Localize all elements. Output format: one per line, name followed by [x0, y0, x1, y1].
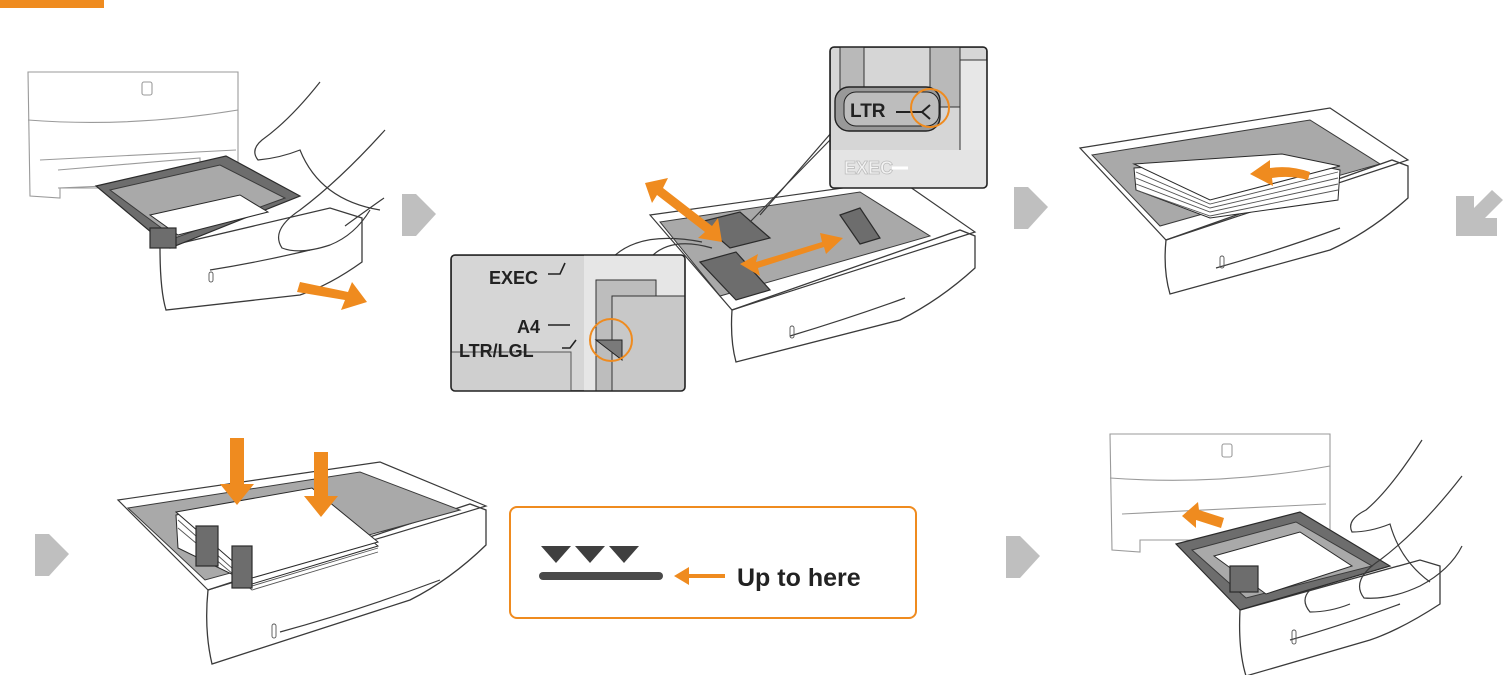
- step-arrow-icon: [35, 534, 69, 576]
- zoom-label-a4: A4: [517, 317, 540, 337]
- step-arrow-icon: [1014, 187, 1048, 229]
- zoom-label-exec: EXEC: [489, 268, 538, 288]
- zoom-label-ltr-lgl: LTR/LGL: [459, 341, 534, 361]
- zoom-label-ltr: LTR: [850, 101, 886, 122]
- step2-illustration: LTR EXEC EXEC A4 LTR/LGL: [451, 47, 987, 400]
- step1-illustration: [28, 72, 385, 310]
- step-arrow-icon: [1006, 536, 1040, 578]
- step3-illustration: [1080, 108, 1408, 294]
- step-arrow-icon: [402, 194, 436, 236]
- load-limit-label: Up to here: [737, 564, 861, 593]
- load-limit-callout: Up to here: [509, 506, 917, 619]
- step6-illustration: [1110, 434, 1462, 675]
- step4-illustration: [118, 438, 486, 664]
- pull-arrow-icon: [297, 282, 367, 310]
- zoom-inset-lgl: [451, 255, 685, 400]
- paper-tray: [650, 180, 975, 362]
- step-arrow-icon: [1456, 190, 1503, 236]
- zoom-label-exec: EXEC: [844, 158, 893, 178]
